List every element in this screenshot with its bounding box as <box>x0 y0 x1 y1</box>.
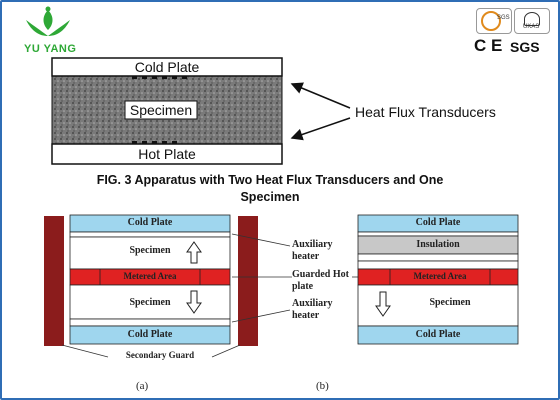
secondary-guard-left <box>44 216 64 346</box>
a-aux-heater-top <box>69 231 231 238</box>
brand-logo: YU YANG <box>18 6 78 56</box>
sgs-mark: SGS <box>510 39 540 55</box>
hot-plate-label: Hot Plate <box>138 146 196 162</box>
b-specimen-label: Specimen <box>429 297 471 308</box>
b-aux-layer-2 <box>357 253 519 262</box>
specimen-label-box <box>124 100 198 120</box>
auxiliary-heater-label-2: Auxiliary heater <box>292 298 333 321</box>
panel-b-label: (b) <box>316 380 329 392</box>
b-aux-layer <box>357 231 519 237</box>
aux-heater-leader-1 <box>231 233 291 247</box>
heat-flow-down-arrow <box>186 290 202 314</box>
a-metered-area-label: Metered Area <box>123 271 177 281</box>
figure-caption: FIG. 3 Apparatus with Two Heat Flux Tran… <box>96 173 444 204</box>
cold-plate-label: Cold Plate <box>134 59 200 75</box>
b-metered-area-label: Metered Area <box>413 271 467 281</box>
ce-mark: C E <box>474 36 503 55</box>
specimen-label: Specimen <box>129 102 193 118</box>
a-cold-plate-top-label: Cold Plate <box>127 217 173 228</box>
transducer-dots-top <box>132 76 187 79</box>
guarded-hot-plate-label: Guarded Hot plate <box>292 269 349 292</box>
transducer-arrow-bottom <box>290 117 351 141</box>
certification-badges: SGS UKAS C E SGS <box>474 6 554 60</box>
auxiliary-heater-label-1: Auxiliary heater <box>292 239 333 262</box>
a-specimen-bottom-label: Specimen <box>129 297 171 308</box>
transducer-arrow-top <box>290 82 351 109</box>
sgs-badge-icon: SGS <box>476 8 512 34</box>
b-cold-plate-top-label: Cold Plate <box>415 217 461 228</box>
a-specimen-bottom <box>69 284 231 320</box>
transducer-dots-bottom <box>132 141 177 144</box>
heat-flux-transducers-label: Heat Flux Transducers <box>355 104 496 120</box>
b-aux-layer-3 <box>357 260 519 270</box>
a-specimen-top-label: Specimen <box>129 245 171 256</box>
b-heat-flow-down-arrow <box>375 291 391 317</box>
secondary-guard-label: Secondary Guard <box>125 350 195 360</box>
a-cold-plate-bottom-label: Cold Plate <box>127 329 173 340</box>
aux-heater-leader-2 <box>231 309 291 323</box>
b-cold-plate-bottom-label: Cold Plate <box>415 329 461 340</box>
brand-name: YU YANG <box>24 43 77 55</box>
b-cold-plate-bottom <box>357 325 519 345</box>
guard-leader-left <box>61 344 109 358</box>
panel-a-label: (a) <box>136 380 149 392</box>
b-insulation-label: Insulation <box>416 239 460 250</box>
a-aux-heater-bottom <box>69 318 231 327</box>
a-cold-plate-bottom <box>69 325 231 345</box>
guard-leader-right <box>211 344 241 358</box>
ukas-badge-icon: UKAS <box>514 8 550 34</box>
secondary-guard-right <box>238 216 258 346</box>
heat-flow-up-arrow <box>186 241 202 264</box>
hands-leaf-icon <box>26 6 70 36</box>
a-specimen-top <box>69 236 231 270</box>
